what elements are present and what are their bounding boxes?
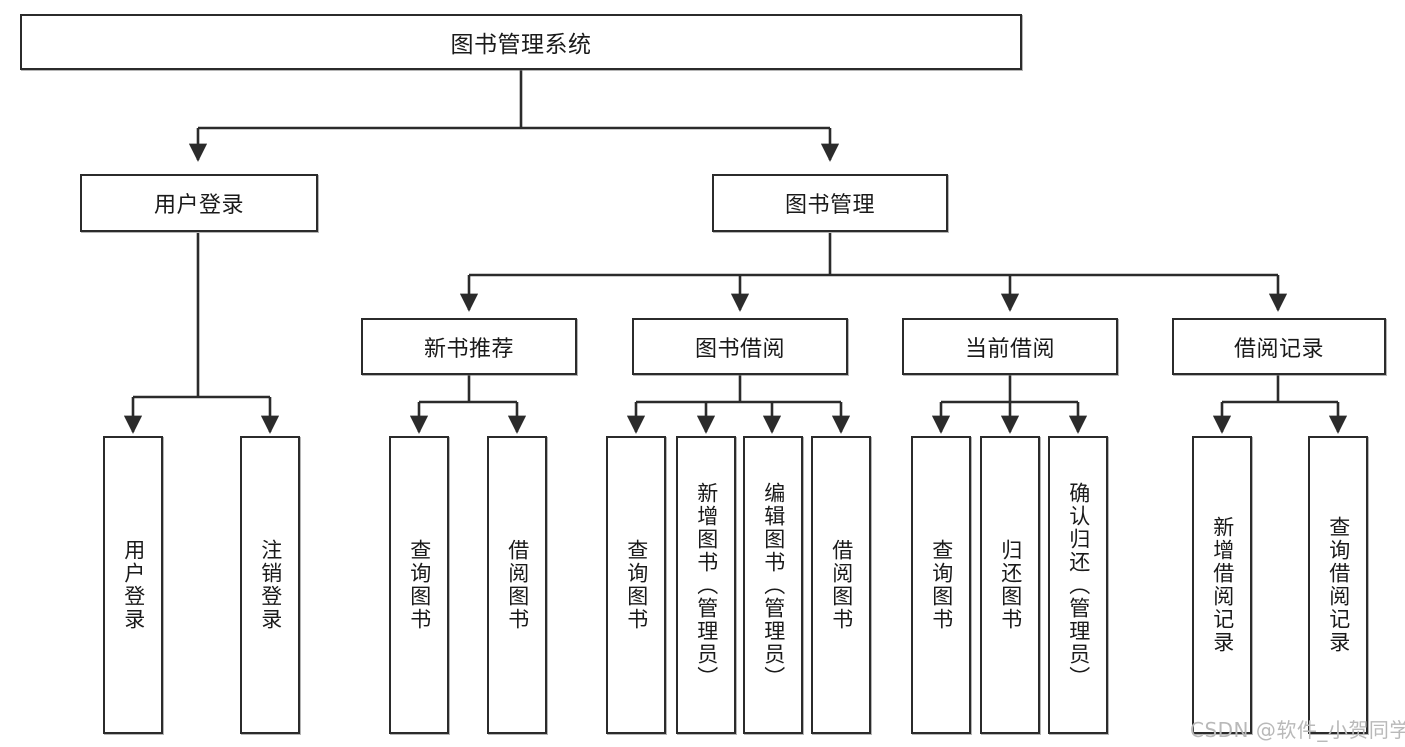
leaf-return-book[interactable]: 归还图书 (980, 436, 1040, 734)
node-label: 用户登录 (153, 193, 244, 218)
leaf-user-login[interactable]: 用户登录 (103, 436, 163, 734)
leaf-query-book-current[interactable]: 查询图书 (911, 436, 971, 734)
node-label: 借阅图书 (829, 539, 854, 631)
node-label: 编辑图书（管理员） (761, 481, 786, 689)
node-borrow-record[interactable]: 借阅记录 (1172, 318, 1386, 375)
node-label: 确认归还（管理员） (1066, 481, 1091, 689)
node-label: 图书管理 (784, 193, 875, 218)
node-label: 新书推荐 (423, 336, 514, 362)
leaf-query-borrow-record[interactable]: 查询借阅记录 (1308, 436, 1368, 734)
node-label: 新增图书（管理员） (694, 481, 719, 689)
leaf-confirm-return-admin[interactable]: 确认归还（管理员） (1048, 436, 1108, 734)
node-label: 借阅图书 (505, 539, 530, 631)
node-label: 新增借阅记录 (1210, 516, 1235, 654)
csdn-watermark: CSDN @软件_小贺同学 (1190, 718, 1405, 742)
leaf-add-book-admin[interactable]: 新增图书（管理员） (676, 436, 736, 734)
node-label: 查询借阅记录 (1326, 516, 1351, 654)
node-label: 图书借阅 (694, 336, 785, 362)
node-current-borrow[interactable]: 当前借阅 (902, 318, 1118, 375)
leaf-user-logout[interactable]: 注销登录 (240, 436, 300, 734)
leaf-borrow-book-recommend[interactable]: 借阅图书 (487, 436, 547, 734)
node-book-borrow[interactable]: 图书借阅 (632, 318, 848, 375)
node-label: 查询图书 (929, 539, 954, 631)
node-user-login[interactable]: 用户登录 (80, 174, 318, 232)
leaf-query-book-borrow[interactable]: 查询图书 (606, 436, 666, 734)
node-label: 图书管理系统 (450, 32, 592, 58)
leaf-edit-book-admin[interactable]: 编辑图书（管理员） (743, 436, 803, 734)
node-label: 用户登录 (121, 539, 146, 631)
node-label: 归还图书 (998, 539, 1023, 631)
leaf-add-borrow-record[interactable]: 新增借阅记录 (1192, 436, 1252, 734)
node-label: 查询图书 (624, 539, 649, 631)
node-new-book-recommend[interactable]: 新书推荐 (361, 318, 577, 375)
node-book-management[interactable]: 图书管理 (712, 174, 948, 232)
leaf-borrow-book[interactable]: 借阅图书 (811, 436, 871, 734)
node-label: 借阅记录 (1233, 336, 1324, 362)
node-label: 注销登录 (258, 539, 283, 631)
node-root-system[interactable]: 图书管理系统 (20, 14, 1022, 70)
node-label: 查询图书 (407, 539, 432, 631)
node-label: 当前借阅 (964, 336, 1055, 362)
leaf-query-book-recommend[interactable]: 查询图书 (389, 436, 449, 734)
